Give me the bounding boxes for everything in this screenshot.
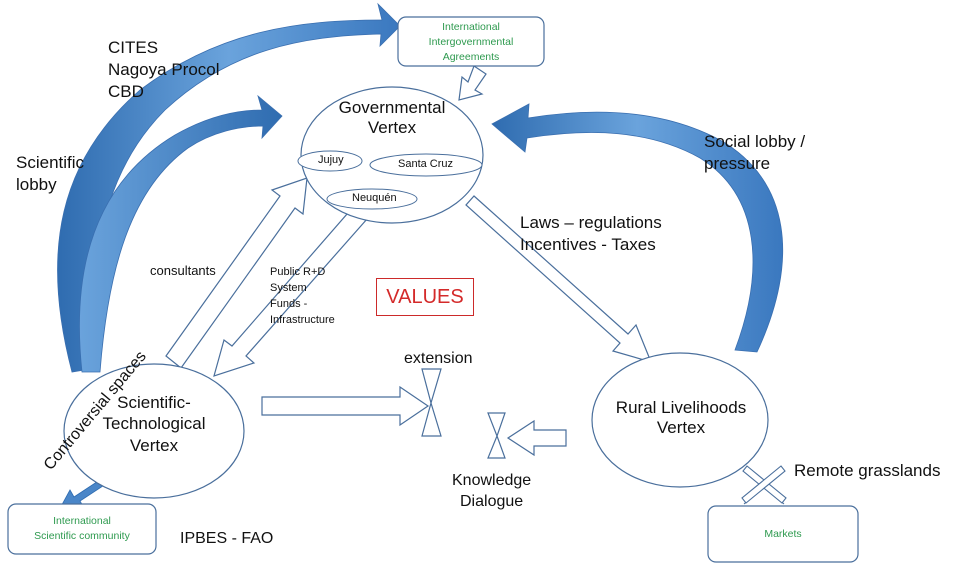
social-lobby-label: Social lobby / pressure [704, 132, 806, 174]
extension-label: extension [404, 350, 473, 367]
public-rd-label: Public R+D System Funds - Infrastructure [270, 266, 335, 326]
markets-label: Markets [764, 528, 802, 540]
arrow-gov-to-rural [465, 195, 653, 363]
province-jujuy: Jujuy [318, 154, 344, 166]
province-jujuy-ellipse [297, 150, 363, 172]
agreements-box [397, 16, 545, 67]
province-neuquen: Neuquén [352, 192, 397, 204]
arrow-gov-to-sci [213, 197, 376, 377]
arrow-to-extension [261, 385, 430, 427]
community-label: International Scientific community [34, 515, 130, 543]
rural-vertex-label: Rural Livelihoods Vertex [615, 398, 747, 438]
arrow-agreements-to-gov [458, 65, 487, 101]
treaties-label: CITES Nagoya Procol CBD [108, 38, 220, 102]
cross-arrow-b [741, 465, 786, 504]
consultants-label: consultants [150, 263, 216, 278]
governmental-vertex-ellipse [300, 86, 484, 224]
laws-label: Laws – regulations Incentives - Taxes [520, 213, 662, 255]
values-box: VALUES [376, 278, 474, 316]
province-santacruz: Santa Cruz [398, 158, 454, 170]
agreements-label: International Intergovernmental Agreemen… [428, 21, 514, 64]
province-santacruz-ellipse [369, 153, 483, 177]
remote-grasslands-label: Remote grasslands [794, 461, 941, 480]
scientific-vertex-label: Scientific- Technological Vertex [102, 393, 206, 455]
hourglass-dialogue [487, 412, 506, 459]
arrow-social-lobby [491, 103, 784, 353]
arrow-dialogue [506, 419, 567, 457]
governmental-vertex-label: Governmental Vertex [338, 98, 446, 138]
rural-vertex-ellipse [591, 352, 769, 488]
community-box [7, 503, 157, 555]
arrow-sci-to-gov [165, 177, 308, 369]
scientific-lobby-label: Scientific lobby [16, 153, 85, 195]
knowledge-dialogue-label: Knowledge Dialogue [452, 472, 532, 510]
scientific-vertex-ellipse [63, 363, 245, 499]
ipbes-fao-label: IPBES - FAO [180, 530, 274, 547]
hourglass-extension [421, 368, 442, 437]
arrow-to-agreements [57, 2, 401, 373]
province-neuquen-ellipse [326, 188, 418, 210]
arrow-scientific-lobby [79, 94, 283, 373]
markets-box [707, 505, 859, 563]
